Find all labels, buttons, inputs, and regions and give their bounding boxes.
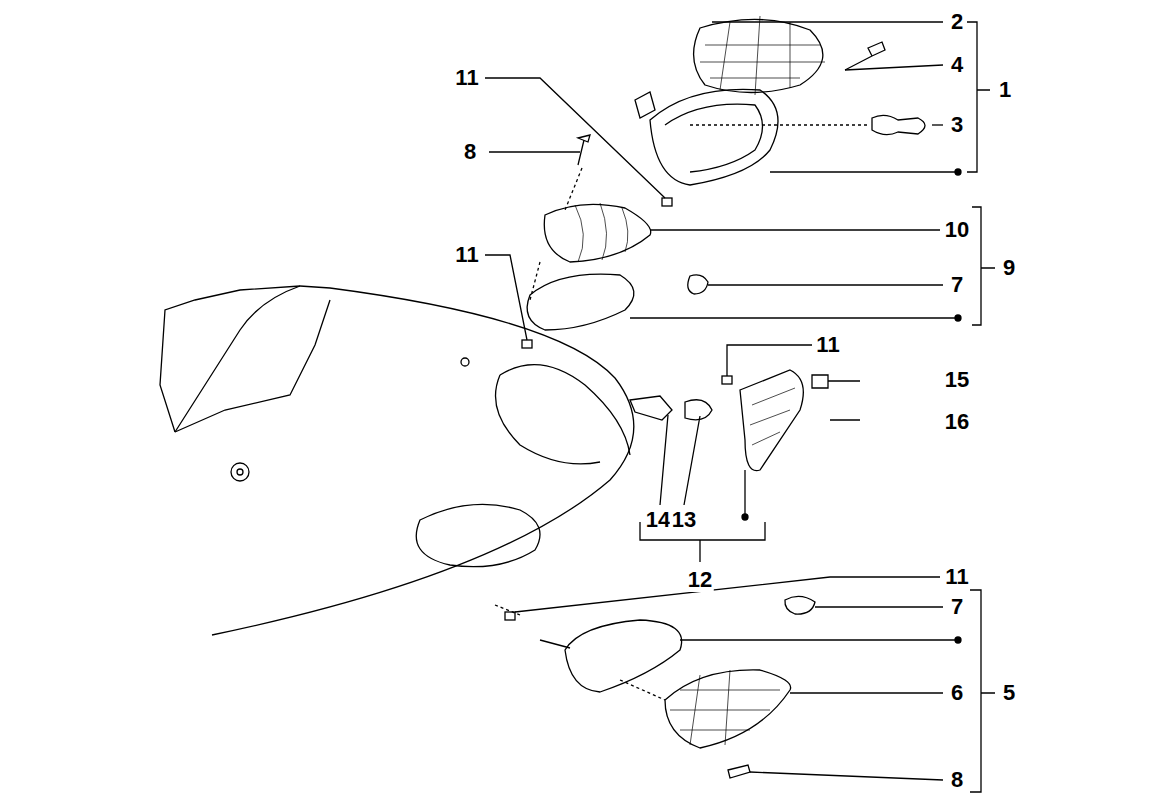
leader-lines <box>485 22 995 792</box>
callout-number: 7 <box>949 273 965 297</box>
scooter-body <box>160 286 634 635</box>
bracket <box>967 22 990 172</box>
badge-dot <box>237 469 243 475</box>
body-edge <box>160 286 300 432</box>
end-dot <box>742 514 748 520</box>
callout-number: 11 <box>814 333 841 357</box>
bracket <box>970 590 995 792</box>
bulb <box>872 115 925 134</box>
lamp-socket <box>630 396 672 420</box>
callout-number: 8 <box>949 768 965 792</box>
clip <box>722 376 732 384</box>
lens-ridges <box>575 203 628 262</box>
leader <box>530 168 582 300</box>
clip <box>505 612 515 620</box>
callout-number: 14 <box>644 508 672 532</box>
cover-ridges <box>750 388 795 445</box>
callout-number: 11 <box>943 565 970 589</box>
screw <box>845 42 885 70</box>
screw <box>578 135 590 165</box>
leader <box>708 284 943 285</box>
bulb <box>685 400 712 420</box>
leader <box>727 345 812 376</box>
callout-number: 6 <box>949 681 965 705</box>
leader <box>660 415 700 505</box>
mount-hole <box>461 358 469 366</box>
lamp-cover <box>740 370 803 471</box>
lower-opening <box>416 504 540 566</box>
callout-number: 8 <box>462 140 478 164</box>
stud <box>540 640 570 648</box>
end-dot <box>955 169 961 175</box>
indicator-lens <box>544 204 650 262</box>
lamp-lens <box>694 19 823 92</box>
clips <box>505 198 732 620</box>
lens-pattern <box>700 16 825 95</box>
leader <box>680 639 957 640</box>
bulb <box>785 596 815 614</box>
callout-number: 10 <box>943 218 971 242</box>
indicator-assembly <box>495 596 815 778</box>
callout-number: 11 <box>453 243 480 267</box>
lens-pattern <box>670 670 780 745</box>
leader <box>845 65 943 70</box>
leader <box>690 124 868 125</box>
leader <box>485 255 527 340</box>
callout-number: 9 <box>1001 256 1017 280</box>
leader <box>489 151 580 152</box>
callout-number: 11 <box>453 66 480 90</box>
callout-number: 15 <box>943 368 971 392</box>
tail-lamp-assembly <box>635 16 925 185</box>
leader <box>485 78 665 198</box>
leader <box>790 692 943 693</box>
callout-number: 4 <box>949 53 965 77</box>
plate-light <box>630 370 860 520</box>
leader <box>744 470 745 515</box>
connector <box>635 92 655 118</box>
tail-light-area <box>175 300 330 432</box>
leader <box>495 605 665 700</box>
callout-number: 7 <box>949 595 965 619</box>
leader <box>770 171 957 172</box>
leader <box>650 229 940 230</box>
callout-number: 13 <box>670 508 698 532</box>
leader <box>932 124 943 125</box>
callout-number: 3 <box>949 113 965 137</box>
screw <box>728 765 750 778</box>
screw <box>812 375 860 420</box>
housing-inner <box>665 104 763 172</box>
bracket <box>972 207 995 325</box>
end-dot <box>955 637 961 643</box>
indicator-base <box>527 274 634 330</box>
indicator-lens <box>665 670 791 748</box>
clip <box>522 340 532 348</box>
clip <box>662 198 672 206</box>
leader <box>630 317 957 318</box>
indicator-base <box>565 620 682 692</box>
end-dot <box>955 315 961 321</box>
callout-number: 16 <box>943 410 971 434</box>
leader <box>815 606 943 607</box>
lamp-housing <box>650 89 778 185</box>
callout-number: 12 <box>686 568 714 592</box>
callout-number: 1 <box>997 78 1013 102</box>
bulb <box>688 275 708 294</box>
lamp-recess <box>496 365 631 464</box>
body-outline <box>175 286 634 635</box>
callout-number: 5 <box>1001 681 1017 705</box>
badge-ring <box>231 463 249 481</box>
indicator-assembly <box>527 135 708 330</box>
leader <box>750 772 943 780</box>
leader <box>712 21 943 22</box>
callout-number: 2 <box>949 10 965 34</box>
